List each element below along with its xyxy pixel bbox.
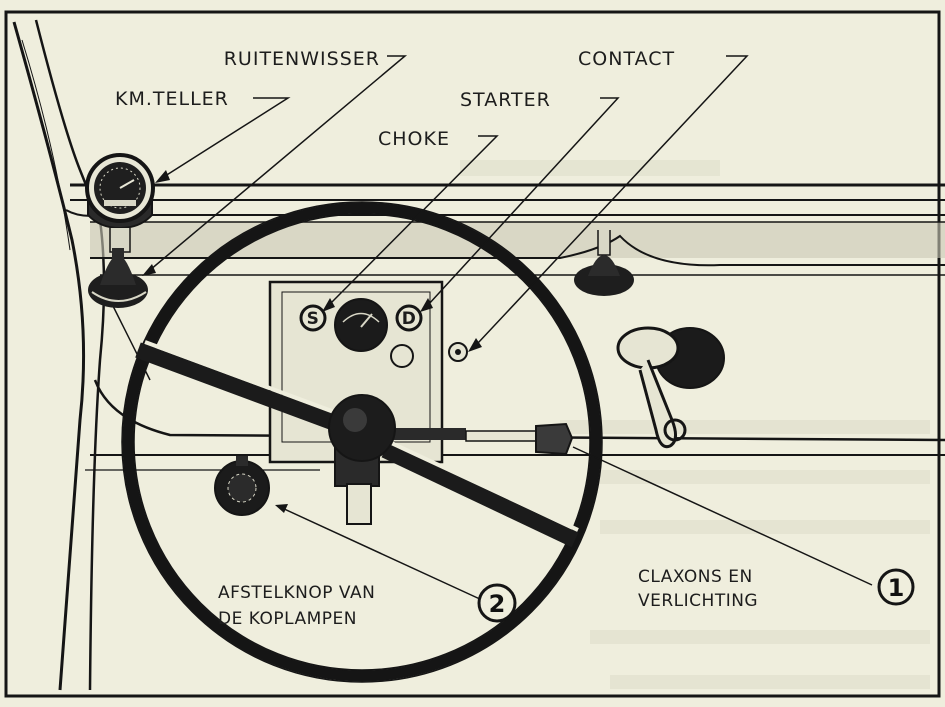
- label-claxons-line2: VERLICHTING: [638, 591, 758, 611]
- horn-lights-stalk[interactable]: [392, 422, 574, 456]
- leader-ruitenwisser: [149, 55, 408, 271]
- callout-2: 2: [477, 583, 517, 623]
- headlamp-adjust-knob[interactable]: [214, 456, 270, 516]
- warning-lamp: [390, 344, 414, 368]
- label-contact: CONTACT: [578, 48, 675, 70]
- leader-choke: [328, 135, 499, 306]
- s-switch-label: S: [307, 309, 320, 329]
- label-ruitenwisser: RUITENWISSER: [224, 48, 380, 70]
- leader-starter: [427, 97, 620, 306]
- leader-lines: [149, 55, 873, 601]
- label-starter: STARTER: [460, 89, 551, 111]
- wiper-knob[interactable]: [88, 248, 148, 308]
- leader-claxons: [572, 446, 873, 586]
- shelf-knob[interactable]: [574, 230, 634, 296]
- ignition-key[interactable]: [616, 326, 725, 449]
- arrowheads: [142, 170, 482, 513]
- starter-d-switch[interactable]: D: [395, 304, 423, 332]
- d-switch-label: D: [402, 309, 417, 329]
- windshield-pillar: [12, 19, 106, 691]
- callout-1-number: 1: [888, 574, 905, 602]
- label-km-teller: KM.TELLER: [115, 88, 229, 110]
- callout-1: 1: [877, 568, 915, 606]
- choke-s-switch[interactable]: S: [299, 304, 327, 332]
- ammeter-gauge: [334, 298, 388, 352]
- label-claxons-line1: CLAXONS EN: [638, 567, 753, 587]
- label-afstelknop-line1: AFSTELKNOP VAN: [218, 583, 375, 603]
- frame-border: [4, 10, 941, 698]
- steering-wheel: [121, 201, 603, 683]
- label-choke: CHOKE: [378, 128, 450, 150]
- show-through-text: [460, 160, 930, 689]
- leader-km-teller: [161, 97, 291, 179]
- callout-2-number: 2: [489, 590, 506, 618]
- speedometer-gauge: [85, 153, 155, 253]
- leader-contact: [477, 55, 749, 344]
- label-afstelknop-line2: DE KOPLAMPEN: [218, 609, 357, 629]
- leader-afstelknop: [281, 507, 483, 601]
